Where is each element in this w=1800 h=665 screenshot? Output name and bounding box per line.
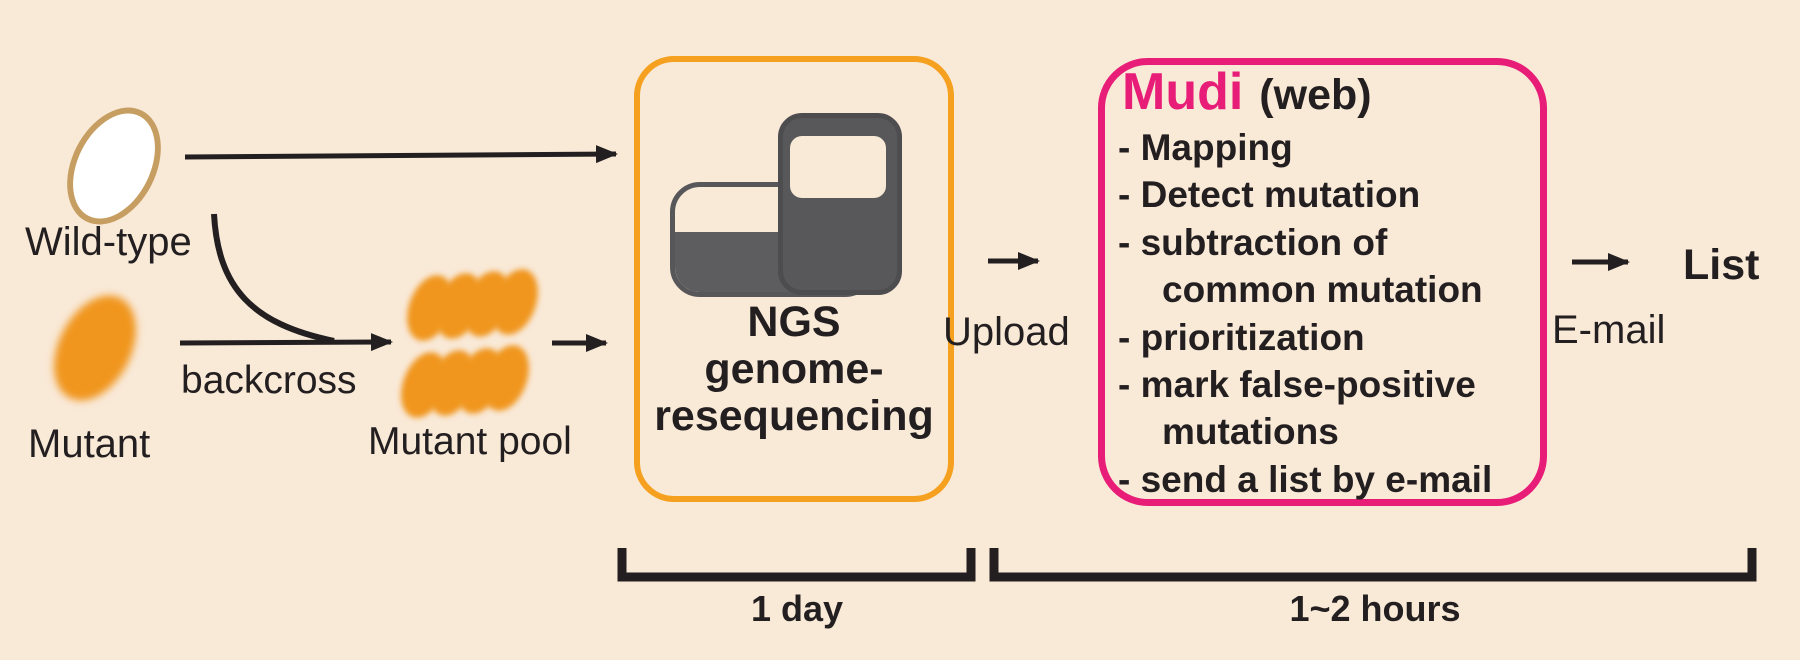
mudi-web-tag: (web) (1259, 71, 1372, 119)
upload-label: Upload (943, 310, 1070, 354)
list-label: List (1683, 241, 1760, 289)
backcross-label: backcross (181, 359, 357, 402)
mudi-title: Mudi (web) (1122, 62, 1372, 122)
mudi-list-item-continued: common mutation (1162, 269, 1483, 311)
mudi-list-item: - mark false-positive (1118, 364, 1476, 406)
ngs-box (634, 56, 954, 502)
mudi-box (1098, 58, 1547, 506)
mudi-duration-label: 1~2 hours (1289, 588, 1461, 629)
sequencer-screen (790, 136, 886, 198)
sequencer-tower-icon (778, 113, 902, 295)
ngs-label-line2: genome- (704, 345, 884, 393)
mutant-pool-label: Mutant pool (368, 420, 572, 463)
mudi-list-item: - Mapping (1118, 127, 1293, 168)
bracket-1-2-hours (989, 548, 1757, 582)
email-label: E-mail (1552, 308, 1666, 352)
mudi-list-item: - subtraction of (1118, 221, 1388, 263)
bracket-1-day (617, 548, 976, 582)
ngs-label: NGS genome- resequencing (634, 299, 954, 440)
ngs-label-line1: NGS (747, 298, 841, 346)
wild-type-egg-icon (48, 91, 180, 241)
mudi-list-item-continued: mutations (1162, 411, 1339, 453)
mutant-egg-icon (37, 281, 153, 415)
mudi-name: Mudi (1122, 63, 1244, 121)
mutant-label: Mutant (28, 422, 151, 466)
wild-type-label: Wild-type (25, 220, 192, 264)
mudi-feature-list: - Mapping - Detect mutation - subtractio… (1118, 124, 1492, 503)
ngs-label-line3: resequencing (654, 392, 934, 440)
mudi-list-item: - send a list by e-mail (1118, 458, 1493, 500)
ngs-duration-label: 1 day (750, 588, 844, 629)
mudi-list-item: - prioritization (1118, 316, 1365, 358)
arrow-backcross-to-pool (179, 333, 393, 352)
backcross-curve (211, 213, 335, 344)
mudi-list-item: - Detect mutation (1118, 174, 1421, 216)
arrow-wildtype-to-ngs (184, 145, 618, 164)
bottom-edge-strip (0, 660, 1800, 665)
